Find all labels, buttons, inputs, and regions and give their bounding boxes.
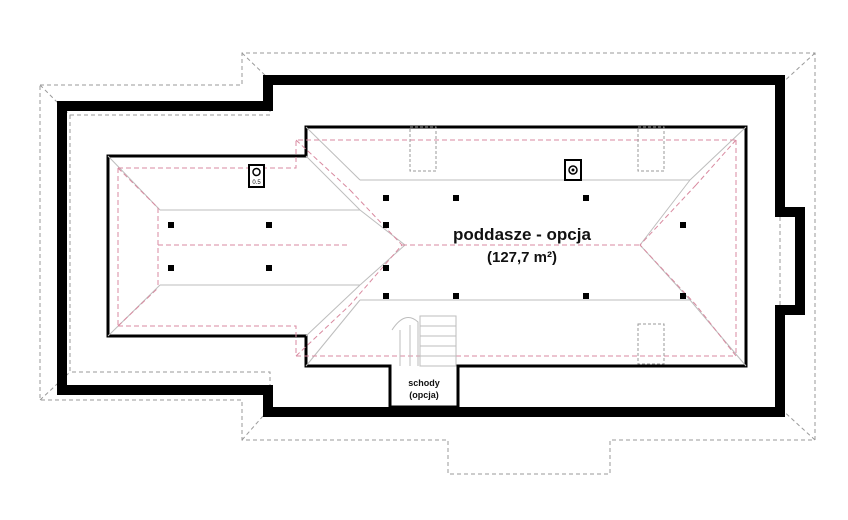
structural-posts: [168, 195, 686, 299]
post: [168, 265, 174, 271]
chimney-right: [564, 159, 582, 181]
skylights: [409, 126, 665, 365]
post: [680, 293, 686, 299]
post: [383, 293, 389, 299]
post: [383, 195, 389, 201]
post: [266, 265, 272, 271]
exterior-wall: [57, 75, 805, 417]
post: [383, 265, 389, 271]
post: [453, 195, 459, 201]
roof-hip-lines: [107, 126, 747, 367]
stairs-outline: [391, 315, 457, 367]
post: [266, 222, 272, 228]
chimney-left: 0.5: [248, 164, 265, 188]
room-name-label: poddasze - opcja: [453, 225, 591, 244]
post: [680, 222, 686, 228]
stairs-label: schody: [408, 378, 440, 388]
clearance-lines: [117, 139, 737, 357]
post: [583, 293, 589, 299]
stairs-option-label: (opcja): [409, 390, 439, 400]
post: [383, 222, 389, 228]
room-area-label: (127,7 m²): [487, 249, 557, 266]
post: [583, 195, 589, 201]
knee-wall: [106, 125, 748, 409]
chimney-left-label: 0.5: [252, 180, 261, 186]
post: [168, 222, 174, 228]
post: [453, 293, 459, 299]
